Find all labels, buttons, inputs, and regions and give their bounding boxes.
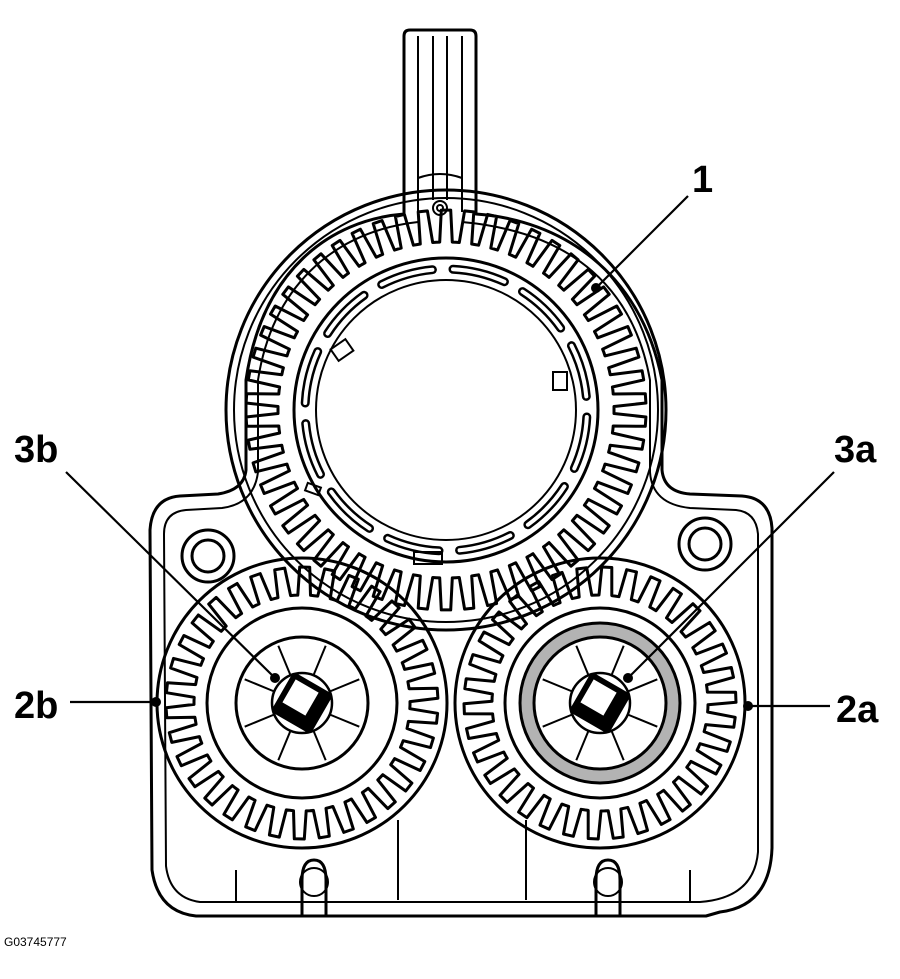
- ring-slot: [457, 533, 513, 553]
- ring-slot: [525, 484, 567, 527]
- leader-3b: [65, 471, 276, 679]
- leader-2b-dot: [151, 697, 161, 707]
- leader-3a-dot: [623, 673, 633, 683]
- ring-slot: [451, 267, 507, 284]
- hub-spoke: [329, 713, 360, 728]
- hub-spoke: [312, 730, 327, 761]
- bolt-boss-left: [180, 528, 236, 584]
- leader-2a-dot: [743, 701, 753, 711]
- square-drive-face: [280, 677, 321, 718]
- leader-lines: [65, 195, 835, 711]
- ring-slot: [520, 289, 563, 331]
- output-shaft-stem: [417, 36, 463, 216]
- leader-3b-dot: [270, 673, 280, 683]
- planet-gear-left: [155, 556, 449, 850]
- hub-spoke: [610, 645, 625, 676]
- ring-slot: [385, 536, 441, 553]
- hub-spoke: [542, 678, 573, 693]
- callout-2b: 2b: [14, 685, 58, 727]
- ring-slot: [303, 349, 320, 405]
- callout-2a: 2a: [836, 689, 879, 731]
- hub-spoke: [627, 713, 658, 728]
- bottom-pin-left: [299, 858, 329, 916]
- callout-3a: 3a: [834, 429, 877, 471]
- hub-spoke: [610, 730, 625, 761]
- leader-1: [595, 195, 689, 289]
- hub-spoke: [329, 678, 360, 693]
- housing-ribs: [235, 820, 691, 902]
- hub-spoke: [244, 678, 275, 693]
- hub-spoke: [277, 645, 292, 676]
- hub-spoke: [542, 713, 573, 728]
- square-drive-face: [578, 677, 619, 718]
- ring-slot: [329, 489, 372, 531]
- callout-3b: 3b: [14, 429, 58, 471]
- leader-1-dot: [591, 283, 601, 293]
- figure-id: G03745777: [4, 935, 67, 949]
- hub-spoke: [312, 645, 327, 676]
- bolt-boss-right: [677, 516, 733, 572]
- ring-slot: [303, 421, 323, 477]
- ring-slot: [379, 267, 435, 287]
- ring-slot: [325, 293, 367, 336]
- hub-spoke: [575, 645, 590, 676]
- hub-spoke: [244, 713, 275, 728]
- ring-slot: [572, 415, 589, 471]
- leader-3a: [627, 471, 835, 679]
- bottom-pin-right: [593, 858, 623, 916]
- planet-gear-right: [453, 556, 747, 850]
- hub-spoke: [277, 730, 292, 761]
- hub-spoke: [627, 678, 658, 693]
- ring-slot: [569, 343, 589, 399]
- callout-1: 1: [692, 159, 713, 201]
- hub-spoke: [575, 730, 590, 761]
- ring-gear: [224, 188, 668, 632]
